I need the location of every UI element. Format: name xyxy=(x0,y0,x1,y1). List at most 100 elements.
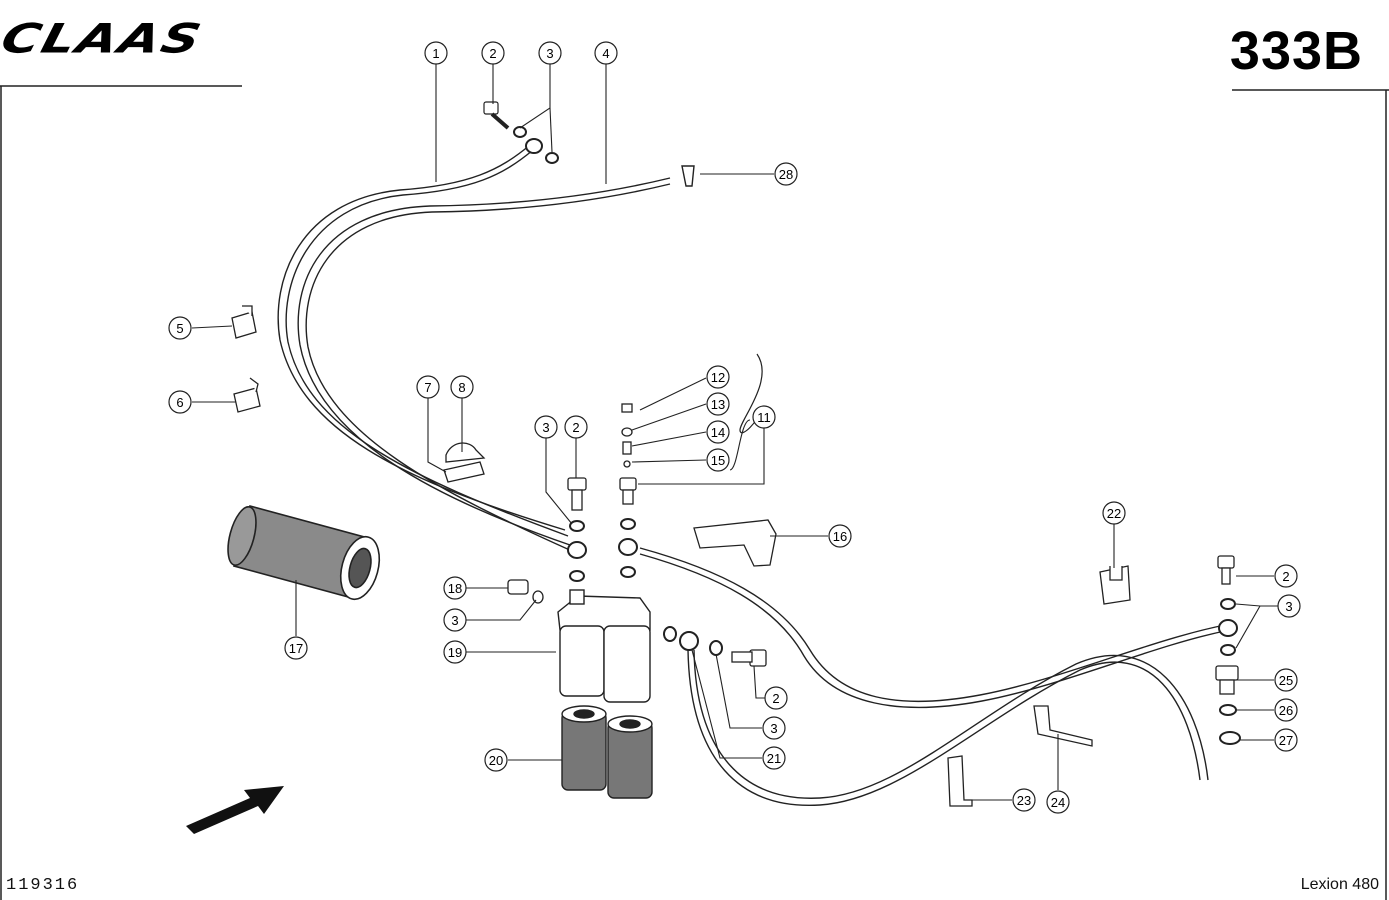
callout: 27 xyxy=(1274,728,1298,752)
hose-return xyxy=(639,547,1226,709)
air-filter-17 xyxy=(227,505,381,601)
document-number: 119316 xyxy=(6,876,80,895)
svg-text:13: 13 xyxy=(711,397,725,412)
filter-elements-20 xyxy=(561,705,653,799)
callout: 24 xyxy=(1046,790,1070,814)
svg-text:15: 15 xyxy=(711,453,725,468)
svg-text:25: 25 xyxy=(1279,673,1293,688)
seal-ring xyxy=(513,126,527,138)
callout: 1 xyxy=(424,41,448,65)
callout: 8 xyxy=(450,375,474,399)
union-25 xyxy=(1215,665,1239,695)
svg-text:24: 24 xyxy=(1051,795,1065,810)
svg-text:19: 19 xyxy=(448,645,462,660)
svg-text:3: 3 xyxy=(770,721,777,736)
washers-center xyxy=(569,518,636,582)
svg-text:5: 5 xyxy=(176,321,183,336)
callout: 14 xyxy=(706,420,730,444)
callout: 3 xyxy=(538,41,562,65)
seal-27 xyxy=(1219,731,1241,745)
callout: 4 xyxy=(594,41,618,65)
callout: 5 xyxy=(168,316,192,340)
callout: 22 xyxy=(1102,501,1126,525)
banjo-right-end xyxy=(1218,619,1238,637)
banjo-left xyxy=(567,541,587,559)
svg-text:6: 6 xyxy=(176,395,183,410)
callout: 23 xyxy=(1012,788,1036,812)
callout: 11 xyxy=(752,405,776,429)
seal-ring xyxy=(663,626,677,642)
hose-4 xyxy=(297,177,671,552)
svg-text:4: 4 xyxy=(602,46,609,61)
page-code: 333B xyxy=(1229,21,1363,81)
callout: 12 xyxy=(706,365,730,389)
callout: 18 xyxy=(443,576,467,600)
svg-text:22: 22 xyxy=(1107,506,1121,521)
clamp-7-8 xyxy=(443,442,486,483)
callout: 3 xyxy=(762,716,786,740)
clip-6 xyxy=(233,377,261,413)
svg-text:3: 3 xyxy=(451,613,458,628)
model-name: Lexion 480 xyxy=(1300,876,1379,893)
svg-text:2: 2 xyxy=(572,420,579,435)
callout: 3 xyxy=(534,415,558,439)
callout: 13 xyxy=(706,392,730,416)
direction-arrow-icon xyxy=(186,786,284,834)
svg-text:12: 12 xyxy=(711,370,725,385)
svg-text:3: 3 xyxy=(1285,599,1292,614)
callout: 26 xyxy=(1274,698,1298,722)
svg-text:2: 2 xyxy=(489,46,496,61)
svg-text:20: 20 xyxy=(489,753,503,768)
svg-text:3: 3 xyxy=(546,46,553,61)
cap-28 xyxy=(681,165,695,187)
callout: 7 xyxy=(416,375,440,399)
bracket-24 xyxy=(1033,705,1093,747)
fitting-18 xyxy=(507,579,544,604)
callout: 17 xyxy=(284,636,308,660)
banjo-21 xyxy=(679,631,699,651)
svg-text:14: 14 xyxy=(711,425,725,440)
bolt-2-right xyxy=(1217,555,1235,585)
bolt-2-center xyxy=(567,477,587,511)
svg-text:2: 2 xyxy=(772,691,779,706)
callout: 2 xyxy=(1274,564,1298,588)
svg-text:28: 28 xyxy=(779,167,793,182)
svg-text:11: 11 xyxy=(757,410,771,425)
callout: 2 xyxy=(564,415,588,439)
callout: 19 xyxy=(443,640,467,664)
svg-text:26: 26 xyxy=(1279,703,1293,718)
callout: 28 xyxy=(774,162,798,186)
callout: 2 xyxy=(481,41,505,65)
clip-5 xyxy=(231,305,257,339)
svg-text:27: 27 xyxy=(1279,733,1293,748)
leader-lines xyxy=(191,64,1278,801)
seal-ring xyxy=(1220,644,1236,656)
callout: 25 xyxy=(1274,668,1298,692)
seal-ring xyxy=(1220,598,1236,610)
svg-text:8: 8 xyxy=(458,380,465,395)
bolt-2-top xyxy=(483,101,510,130)
bolt-2-lower xyxy=(731,649,767,667)
banjo-fitting xyxy=(525,138,543,154)
valve-11 xyxy=(619,403,637,505)
svg-text:1: 1 xyxy=(432,46,439,61)
callout: 2 xyxy=(764,686,788,710)
svg-text:17: 17 xyxy=(289,641,303,656)
svg-text:18: 18 xyxy=(448,581,462,596)
hose-21 xyxy=(687,649,1209,807)
bracket-22 xyxy=(1099,565,1131,605)
svg-text:2: 2 xyxy=(1282,569,1289,584)
svg-text:3: 3 xyxy=(542,420,549,435)
bracket-16 xyxy=(693,519,777,567)
callout: 3 xyxy=(443,608,467,632)
callout: 3 xyxy=(1277,594,1301,618)
svg-text:7: 7 xyxy=(424,380,431,395)
callout: 15 xyxy=(706,448,730,472)
callout: 21 xyxy=(762,746,786,770)
callout: 20 xyxy=(484,748,508,772)
callout: 16 xyxy=(828,524,852,548)
seal-ring xyxy=(545,152,559,164)
